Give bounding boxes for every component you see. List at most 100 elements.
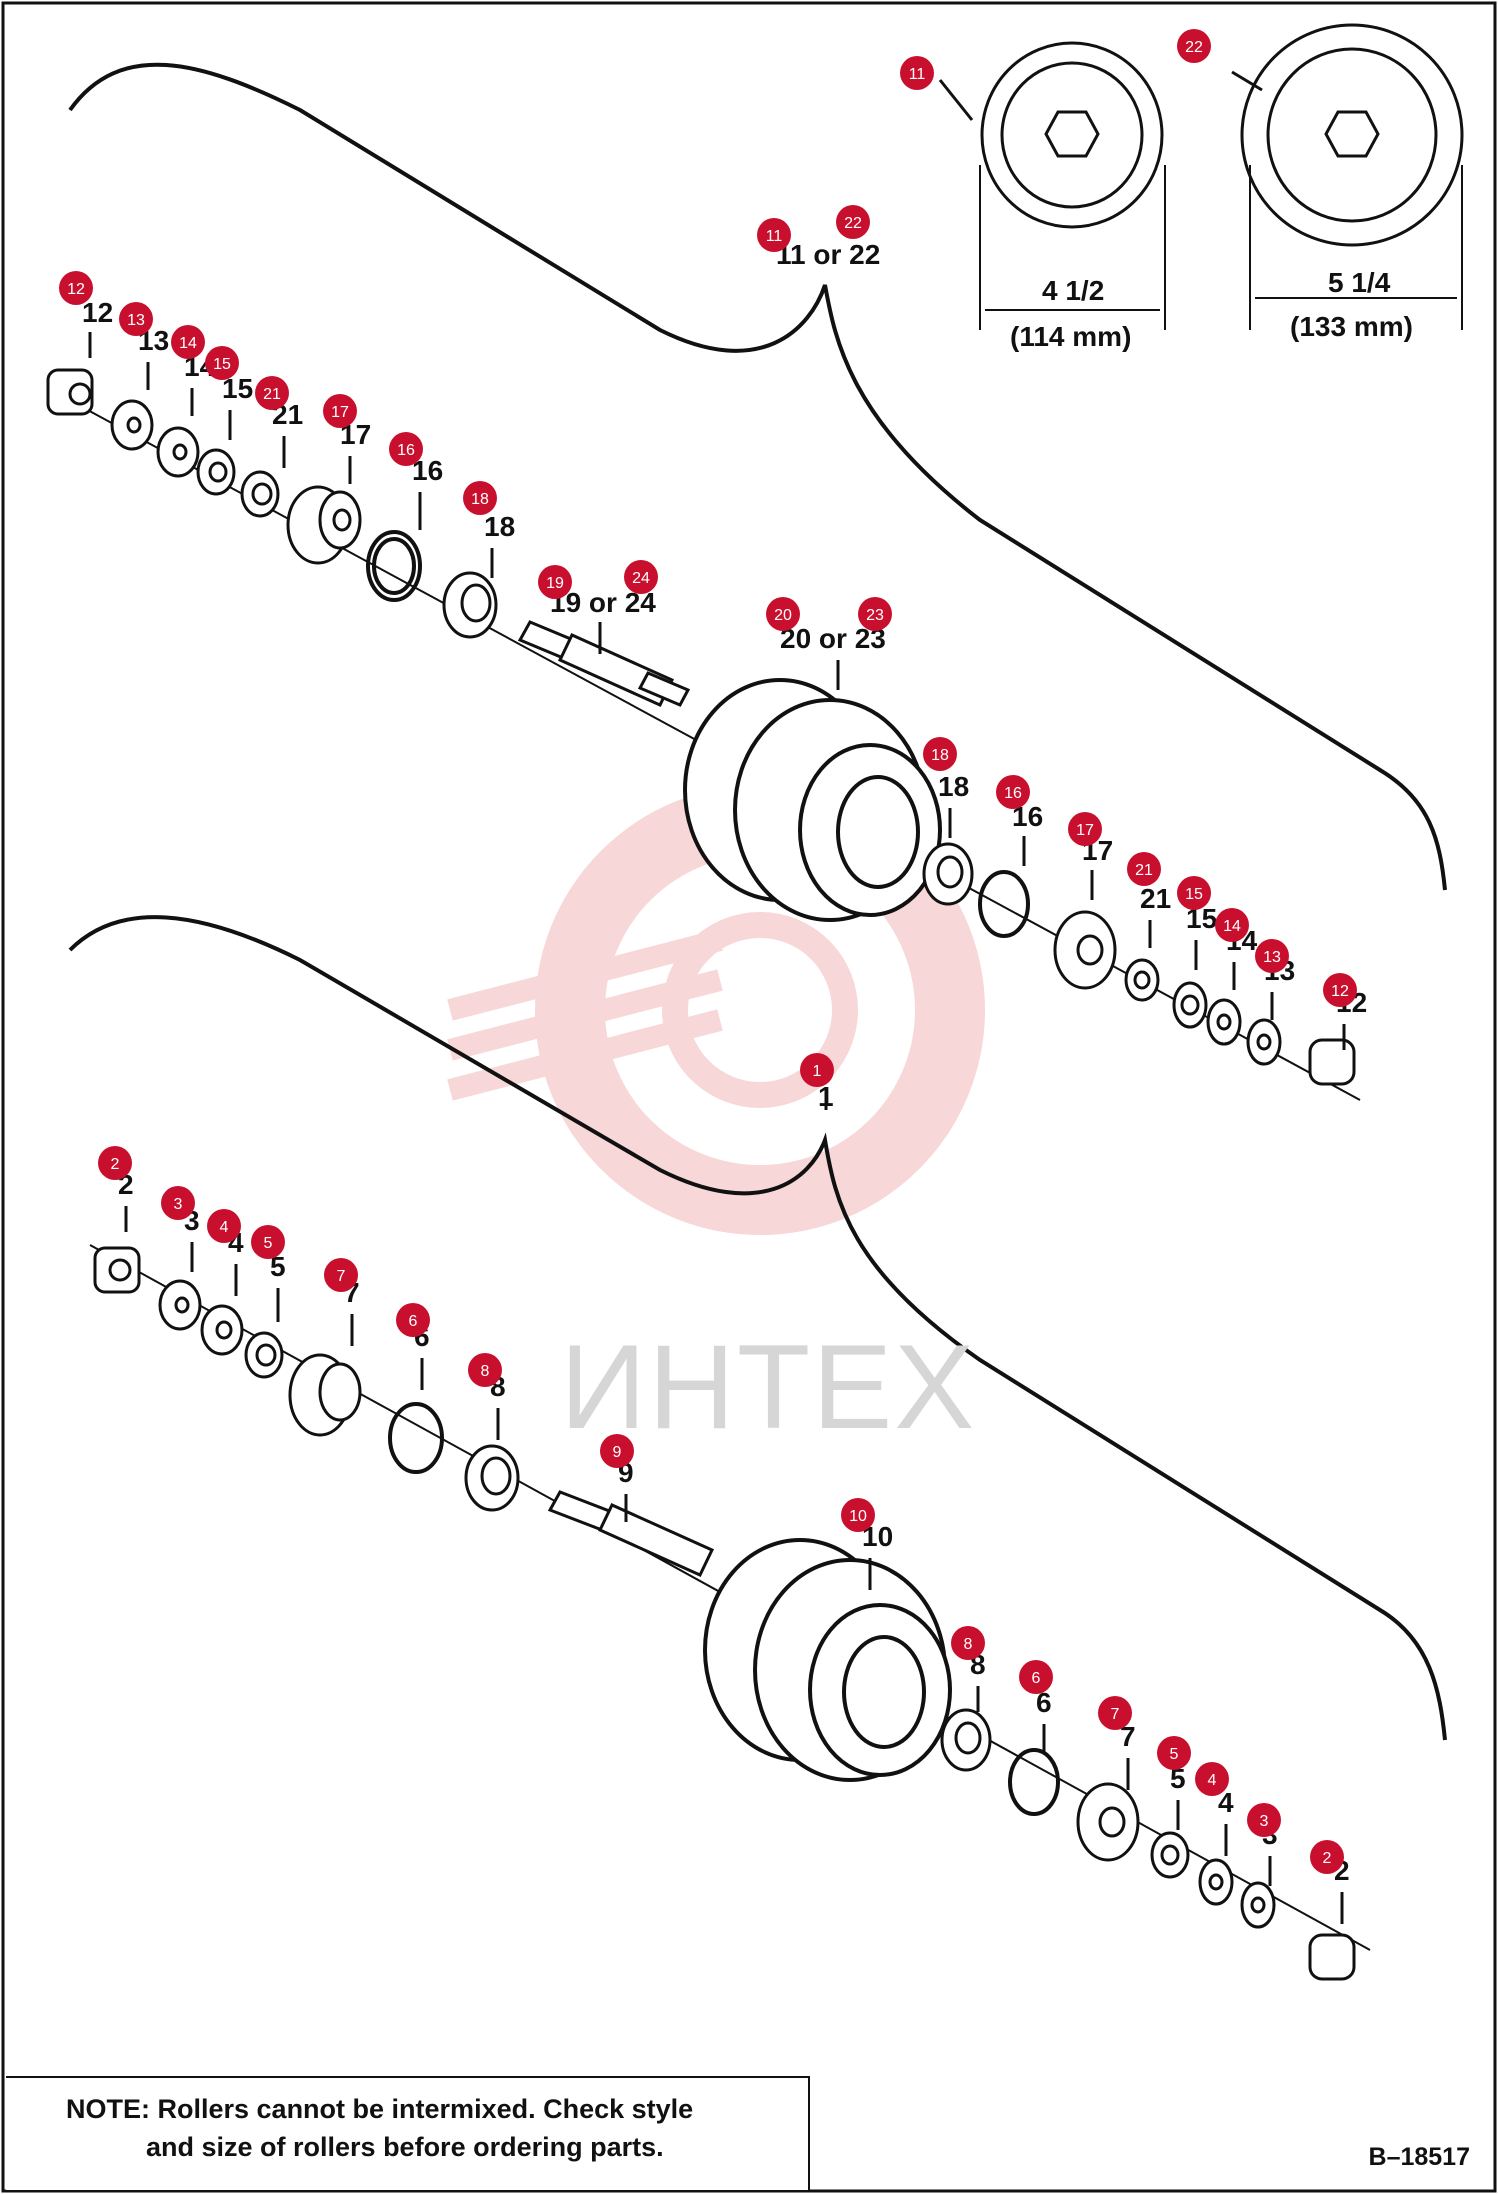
svg-text:20: 20	[774, 607, 792, 624]
svg-text:5: 5	[1170, 1746, 1179, 1763]
svg-text:12: 12	[67, 281, 85, 298]
callout-marker-18: 18	[923, 737, 957, 771]
callout-marker-22: 22	[836, 205, 870, 239]
callout-marker-11: 11	[900, 56, 934, 90]
snap-ring-16-left	[366, 530, 422, 602]
callout-marker-14: 14	[1215, 908, 1249, 942]
roller-22-end-view	[1240, 23, 1464, 247]
dim-11-size: 4 1/2	[1042, 275, 1104, 306]
dim-22-size: 5 1/4	[1328, 267, 1391, 298]
roller-11-end-view	[980, 41, 1164, 229]
callout-marker-14: 14	[171, 325, 205, 359]
callout-marker-15: 15	[205, 346, 239, 380]
svg-text:23: 23	[866, 607, 884, 624]
upper-right-parts	[922, 842, 1356, 1086]
callout-marker-5: 5	[1157, 1736, 1191, 1770]
svg-text:8: 8	[481, 1363, 490, 1380]
callout-marker-8: 8	[951, 1626, 985, 1660]
callout-marker-17: 17	[1068, 812, 1102, 846]
callout-marker-22: 22	[1177, 29, 1211, 63]
label-7-right: 7	[1120, 1721, 1136, 1752]
callout-marker-21: 21	[1127, 852, 1161, 886]
callout-marker-20: 20	[766, 597, 800, 631]
svg-text:13: 13	[127, 312, 145, 329]
svg-text:2: 2	[111, 1156, 120, 1173]
svg-text:22: 22	[844, 215, 862, 232]
svg-text:4: 4	[1208, 1772, 1217, 1789]
callout-marker-4: 4	[1195, 1762, 1229, 1796]
callout-marker-3: 3	[1247, 1803, 1281, 1837]
svg-text:3: 3	[174, 1196, 183, 1213]
svg-text:5: 5	[264, 1235, 273, 1252]
callout-marker-19: 19	[538, 565, 572, 599]
svg-text:17: 17	[1076, 822, 1094, 839]
callout-marker-2: 2	[1310, 1840, 1344, 1874]
svg-text:12: 12	[1331, 983, 1349, 1000]
callout-marker-7: 7	[1098, 1696, 1132, 1730]
svg-text:14: 14	[179, 335, 197, 352]
svg-text:4: 4	[220, 1219, 229, 1236]
label-21-right: 21	[1140, 883, 1171, 914]
callout-marker-16: 16	[996, 775, 1030, 809]
callout-marker-24: 24	[624, 560, 658, 594]
callout-marker-9: 9	[600, 1434, 634, 1468]
svg-text:22: 22	[1185, 39, 1203, 56]
note-line-2: and size of rollers before ordering part…	[146, 2132, 664, 2162]
note-text-1: Rollers cannot be intermixed. Check styl…	[150, 2094, 694, 2124]
svg-text:8: 8	[964, 1636, 973, 1653]
callout-marker-23: 23	[858, 597, 892, 631]
lower-right-parts	[940, 1708, 1356, 1981]
dimension-lines	[979, 165, 1463, 330]
roller-20-or-23	[683, 678, 942, 922]
callout-marker-12: 12	[59, 271, 93, 305]
svg-text:21: 21	[1135, 862, 1153, 879]
label-18-right: 18	[938, 771, 969, 802]
callout-marker-6: 6	[396, 1303, 430, 1337]
svg-text:7: 7	[337, 1268, 346, 1285]
label-12-left: 12	[82, 297, 113, 328]
svg-text:21: 21	[263, 386, 281, 403]
upper-group-brace	[68, 62, 1447, 891]
leader-ticks	[88, 70, 1346, 1924]
svg-text:19: 19	[546, 575, 564, 592]
callout-marker-15: 15	[1177, 876, 1211, 910]
svg-text:11: 11	[909, 66, 926, 83]
lower-left-parts	[93, 1246, 715, 1577]
callout-marker-12: 12	[1323, 973, 1357, 1007]
svg-text:6: 6	[409, 1313, 418, 1330]
callout-marker-2: 2	[98, 1146, 132, 1180]
svg-text:17: 17	[331, 404, 349, 421]
callout-marker-16: 16	[389, 432, 423, 466]
lower-group-brace	[68, 915, 1447, 1741]
callout-marker-1: 1	[800, 1053, 834, 1087]
shaft-19-or-24	[517, 620, 691, 707]
callout-marker-18: 18	[463, 481, 497, 515]
upper-left-washers	[110, 399, 280, 518]
callout-marker-7: 7	[324, 1258, 358, 1292]
callout-marker-13: 13	[1255, 939, 1289, 973]
label-4-right: 4	[1218, 1787, 1234, 1818]
svg-text:14: 14	[1223, 918, 1241, 935]
label-5-left: 5	[270, 1251, 286, 1282]
svg-text:6: 6	[1032, 1670, 1041, 1687]
callout-marker-17: 17	[323, 394, 357, 428]
svg-text:16: 16	[397, 442, 415, 459]
svg-text:11: 11	[766, 228, 783, 245]
svg-text:15: 15	[1185, 886, 1203, 903]
label-18-left: 18	[484, 511, 515, 542]
svg-text:18: 18	[931, 747, 949, 764]
callout-marker-21: 21	[255, 376, 289, 410]
nut-12-left	[46, 368, 94, 416]
seal-17-left	[286, 485, 362, 565]
dim-22-metric: (133 mm)	[1290, 311, 1413, 342]
svg-text:3: 3	[1260, 1813, 1269, 1830]
bearing-18-left	[442, 571, 498, 639]
svg-text:24: 24	[632, 570, 650, 587]
svg-text:7: 7	[1111, 1706, 1120, 1723]
svg-text:15: 15	[213, 356, 231, 373]
callout-marker-3: 3	[161, 1186, 195, 1220]
note-label: NOTE:	[66, 2094, 150, 2124]
